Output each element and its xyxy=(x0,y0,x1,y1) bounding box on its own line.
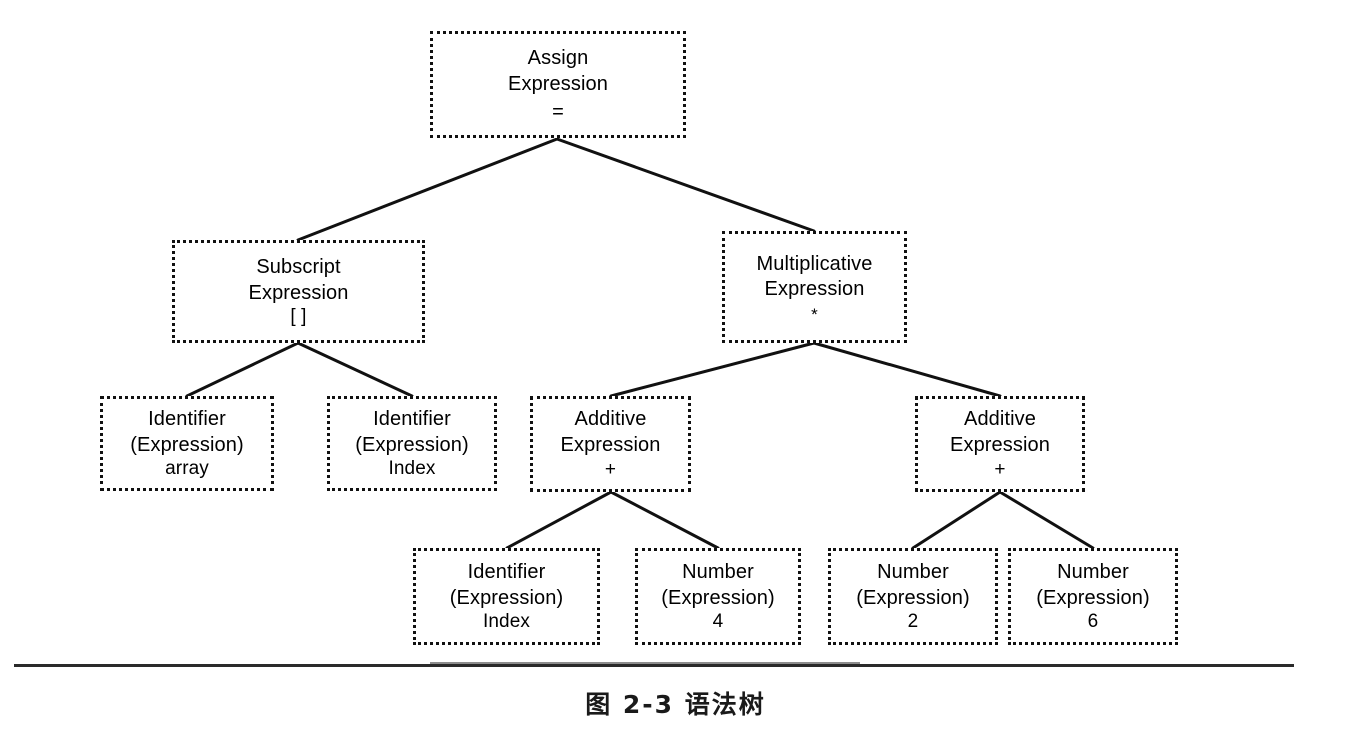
node-operator: 4 xyxy=(712,611,724,633)
node-additive-expression-left: Additive Expression + xyxy=(530,396,691,492)
node-number-6: Number (Expression) 6 xyxy=(1008,548,1178,645)
node-identifier-index-leaf: Identifier (Expression) Index xyxy=(413,548,600,645)
node-operator: + xyxy=(994,458,1006,480)
node-operator: + xyxy=(604,458,617,480)
node-identifier-array: Identifier (Expression) array xyxy=(100,396,274,491)
edge-multiplicative-to-additive-right xyxy=(812,341,1002,398)
caption-divider-rule xyxy=(14,664,1294,667)
node-operator: * xyxy=(811,304,818,324)
node-operator: [ ] xyxy=(290,306,307,328)
node-number-4: Number (Expression) 4 xyxy=(635,548,801,645)
node-line-2: (Expression) xyxy=(449,586,564,609)
node-operator: array xyxy=(165,458,209,480)
node-line-1: Multiplicative xyxy=(756,252,873,275)
node-line-2: Expression xyxy=(560,434,661,457)
node-assign-expression: Assign Expression = xyxy=(430,31,686,138)
figure-caption: 图 2-3 语法树 xyxy=(585,690,766,719)
edge-additive-left-to-identifier xyxy=(505,490,613,550)
node-multiplicative-expression: Multiplicative Expression * xyxy=(722,231,907,343)
node-additive-expression-right: Additive Expression + xyxy=(915,396,1085,492)
node-operator: 2 xyxy=(907,611,919,633)
node-line-1: Identifier xyxy=(467,560,546,583)
edge-assign-to-multiplicative xyxy=(555,137,816,233)
node-operator: 6 xyxy=(1087,611,1099,633)
node-line-1: Additive xyxy=(574,408,647,431)
node-line-1: Identifier xyxy=(373,407,451,430)
node-line-2: (Expression) xyxy=(1036,586,1150,609)
node-line-2: (Expression) xyxy=(661,586,775,609)
node-line-2: (Expression) xyxy=(355,433,469,456)
node-line-1: Additive xyxy=(964,408,1036,431)
node-operator: Index xyxy=(483,611,530,633)
edge-subscript-to-identifier-index xyxy=(296,341,414,398)
edge-additive-left-to-number-4 xyxy=(609,490,720,550)
edge-additive-right-to-number-2 xyxy=(911,490,1002,550)
edge-additive-right-to-number-6 xyxy=(998,490,1095,550)
node-identifier-index-left: Identifier (Expression) Index xyxy=(327,396,497,491)
node-line-2: Expression xyxy=(508,73,608,95)
node-line-1: Identifier xyxy=(148,407,226,430)
node-operator: = xyxy=(552,100,564,123)
node-line-1: Subscript xyxy=(256,255,341,278)
node-line-2: Expression xyxy=(248,281,349,304)
node-operator: Index xyxy=(388,458,436,480)
edge-multiplicative-to-additive-left xyxy=(609,341,816,398)
node-line-1: Number xyxy=(1057,560,1129,583)
edge-subscript-to-identifier-array xyxy=(185,341,300,398)
node-line-1: Number xyxy=(877,560,949,583)
node-line-2: (Expression) xyxy=(130,433,244,456)
node-line-2: Expression xyxy=(950,434,1050,457)
node-subscript-expression: Subscript Expression [ ] xyxy=(172,240,425,343)
node-line-2: (Expression) xyxy=(856,586,970,609)
node-line-2: Expression xyxy=(764,278,865,301)
node-number-2: Number (Expression) 2 xyxy=(828,548,998,645)
edge-assign-to-subscript xyxy=(296,137,559,242)
node-line-1: Assign xyxy=(527,47,589,70)
node-line-1: Number xyxy=(682,560,754,583)
